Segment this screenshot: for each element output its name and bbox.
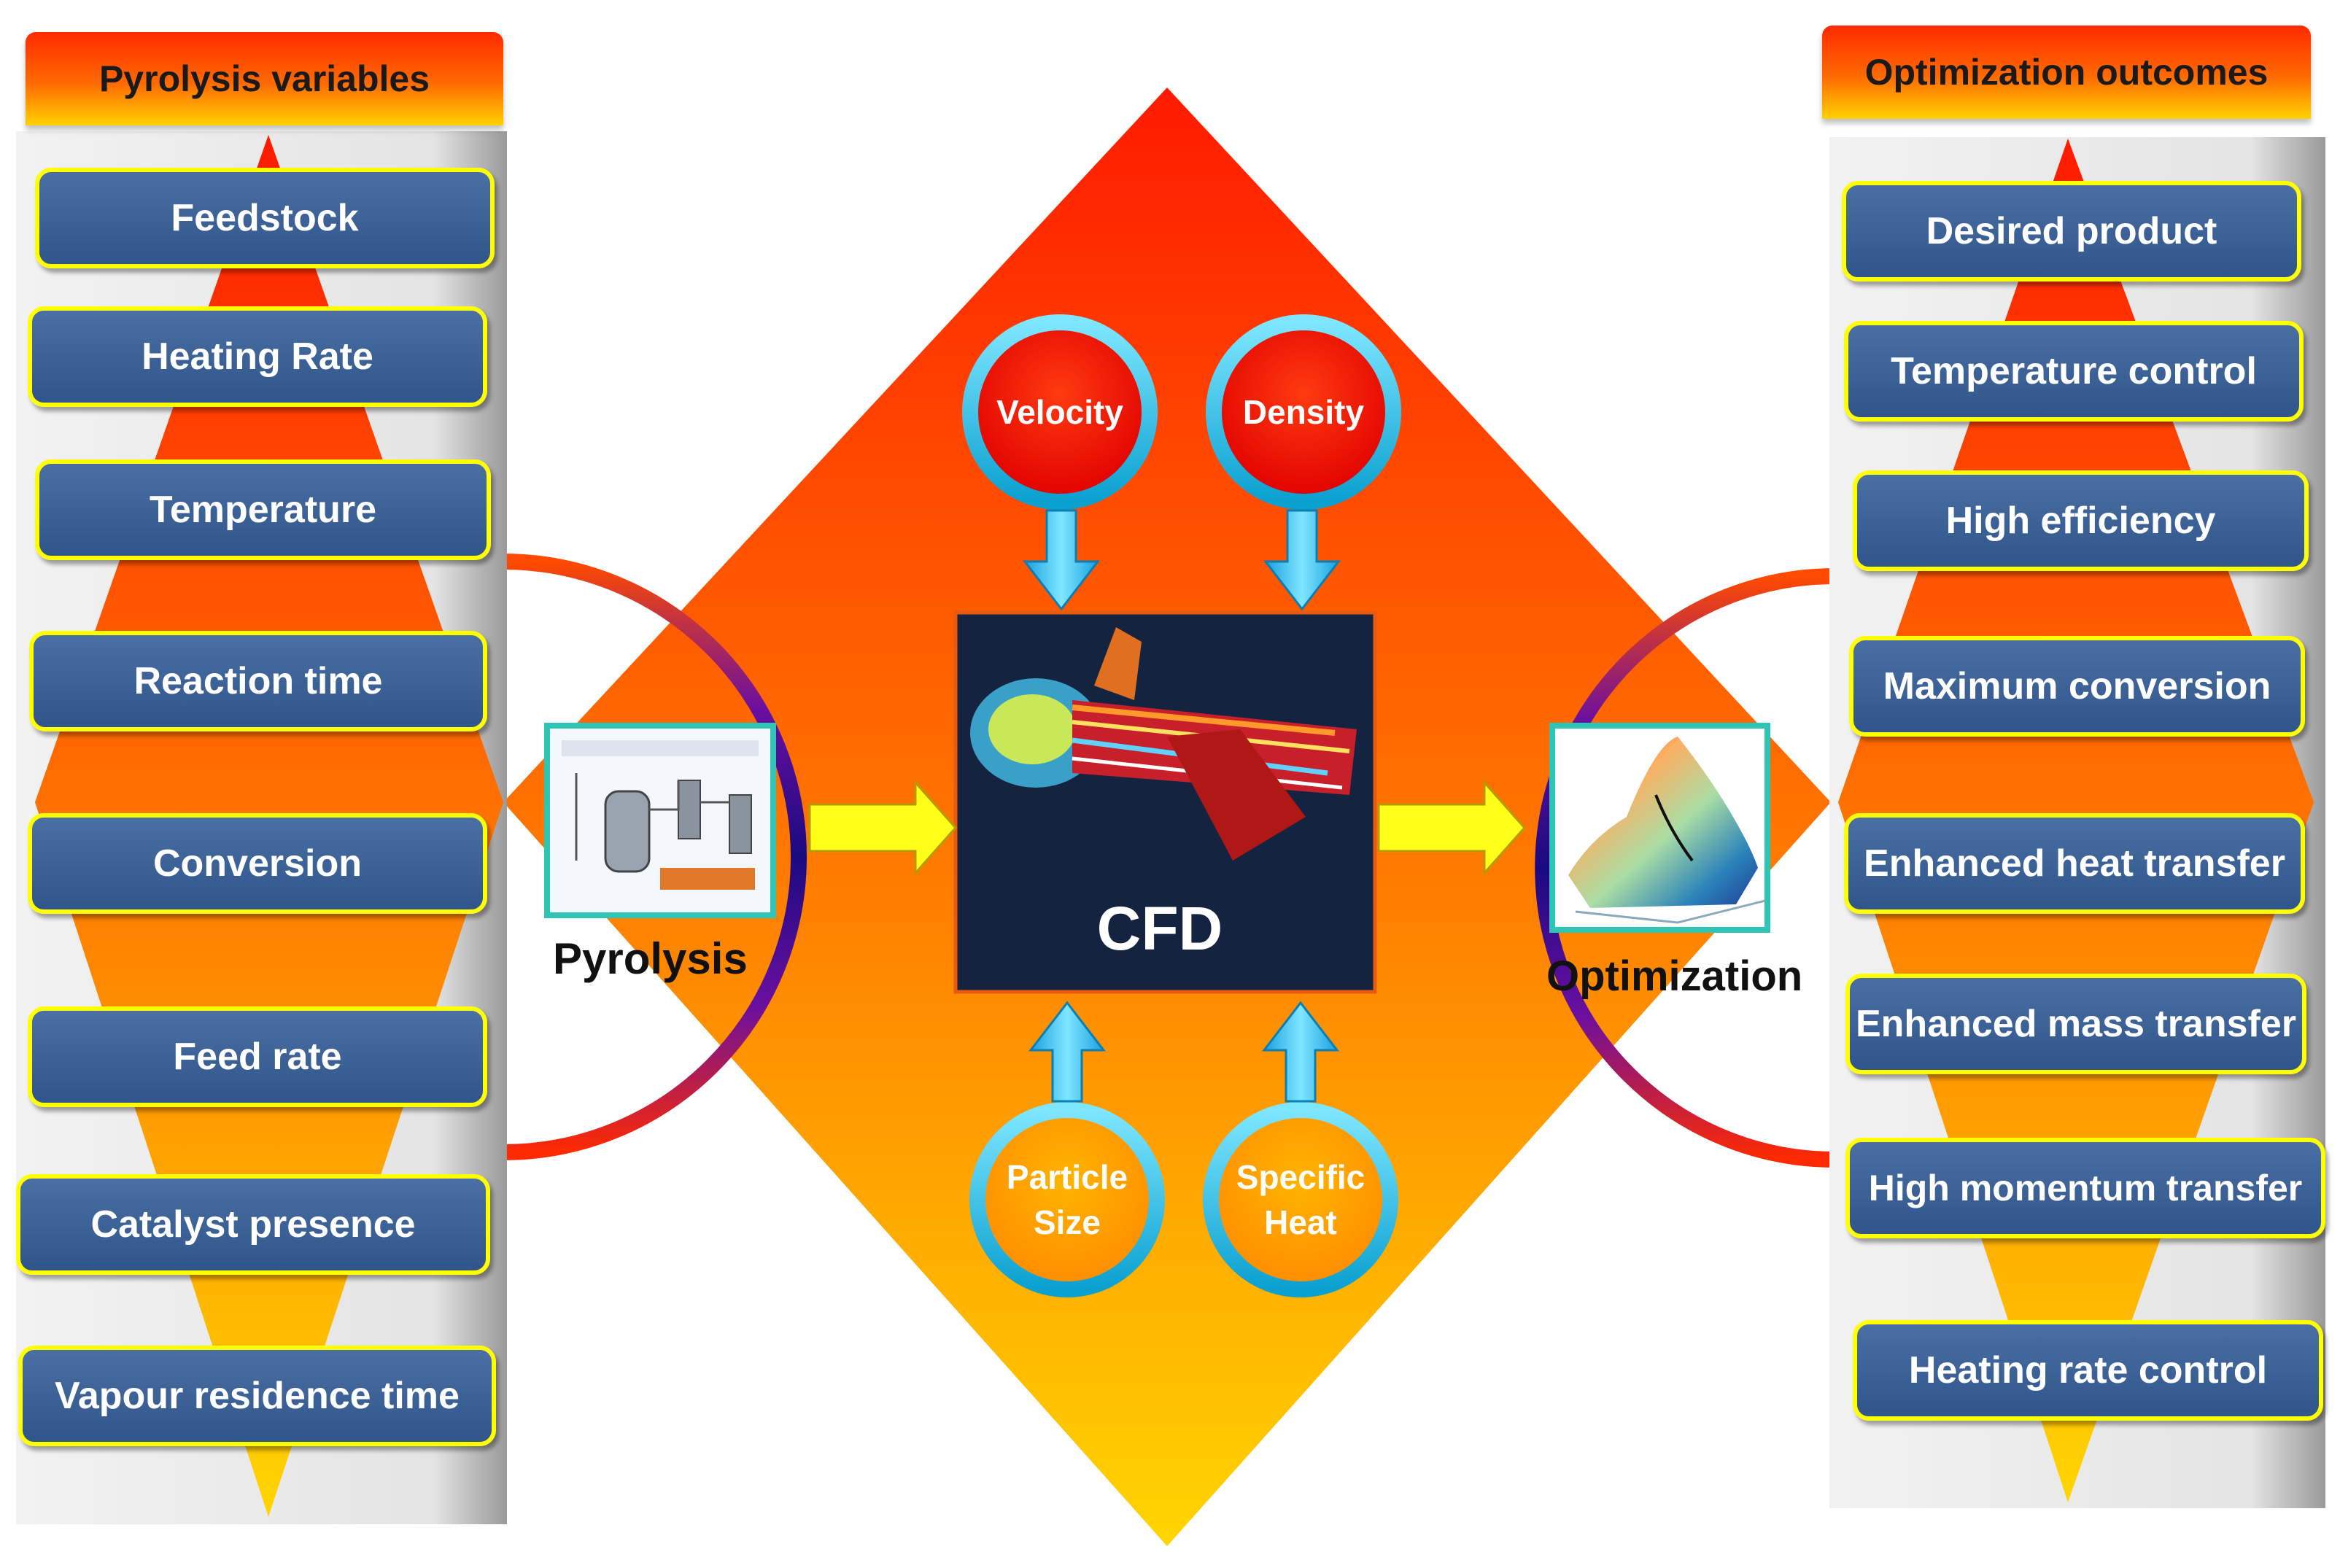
- left-item-conversion: Conversion: [28, 813, 487, 914]
- particle-size-label: Particle Size: [1006, 1158, 1128, 1241]
- response-surface-plot-icon: [1549, 723, 1770, 933]
- left-item-catalyst-presence: Catalyst presence: [16, 1174, 490, 1275]
- specific-heat-arrow: [1261, 1001, 1340, 1103]
- right-item-heating-rate-control: Heating rate control: [1853, 1320, 2323, 1421]
- cfd-streamline-simulation-icon: [970, 627, 1357, 861]
- optimization-caption: Optimization: [1546, 952, 1803, 1000]
- right-item-high-momentum-transfer: High momentum transfer: [1845, 1138, 2325, 1238]
- reactor-schematic-icon: [544, 723, 776, 918]
- left-item-feed-rate: Feed rate: [28, 1006, 487, 1107]
- cfd-to-optimization-arrow: [1377, 780, 1527, 876]
- velocity-label: Velocity: [996, 393, 1123, 431]
- left-arc: [503, 554, 807, 1160]
- left-item-heating-rate: Heating Rate: [28, 306, 487, 407]
- right-item-temperature-control: Temperature control: [1844, 321, 2304, 422]
- particle-size-arrow: [1028, 1001, 1107, 1103]
- cfd-label: CFD: [1096, 894, 1223, 963]
- left-item-temperature: Temperature: [35, 459, 491, 560]
- left-item-vapour-residence-time: Vapour residence time: [18, 1346, 496, 1446]
- pyrolysis-to-cfd-arrow: [808, 780, 958, 876]
- right-panel-title: Optimization outcomes: [1822, 26, 2311, 119]
- density-label: Density: [1242, 393, 1365, 431]
- right-item-desired-product: Desired product: [1842, 181, 2301, 282]
- pyrolysis-caption: Pyrolysis: [553, 934, 748, 983]
- density-arrow: [1263, 509, 1341, 611]
- specific-heat-ring: [1203, 1102, 1398, 1297]
- right-item-enhanced-mass-transfer: Enhanced mass transfer: [1845, 974, 2306, 1074]
- density-ring: [1206, 314, 1401, 510]
- right-item-enhanced-heat-transfer: Enhanced heat transfer: [1844, 813, 2305, 914]
- left-item-feedstock: Feedstock: [35, 168, 495, 268]
- right-item-high-efficiency: High efficiency: [1853, 470, 2309, 571]
- right-arc: [1535, 568, 1835, 1168]
- right-item-maximum-conversion: Maximum conversion: [1849, 636, 2305, 737]
- velocity-ring: [962, 314, 1158, 510]
- left-panel-title: Pyrolysis variables: [26, 32, 503, 125]
- left-item-reaction-time: Reaction time: [29, 631, 487, 731]
- cfd-box: [953, 610, 1377, 994]
- particle-size-ring: [969, 1102, 1165, 1297]
- velocity-arrow: [1022, 509, 1101, 611]
- specific-heat-label: Specific Heat: [1236, 1158, 1365, 1241]
